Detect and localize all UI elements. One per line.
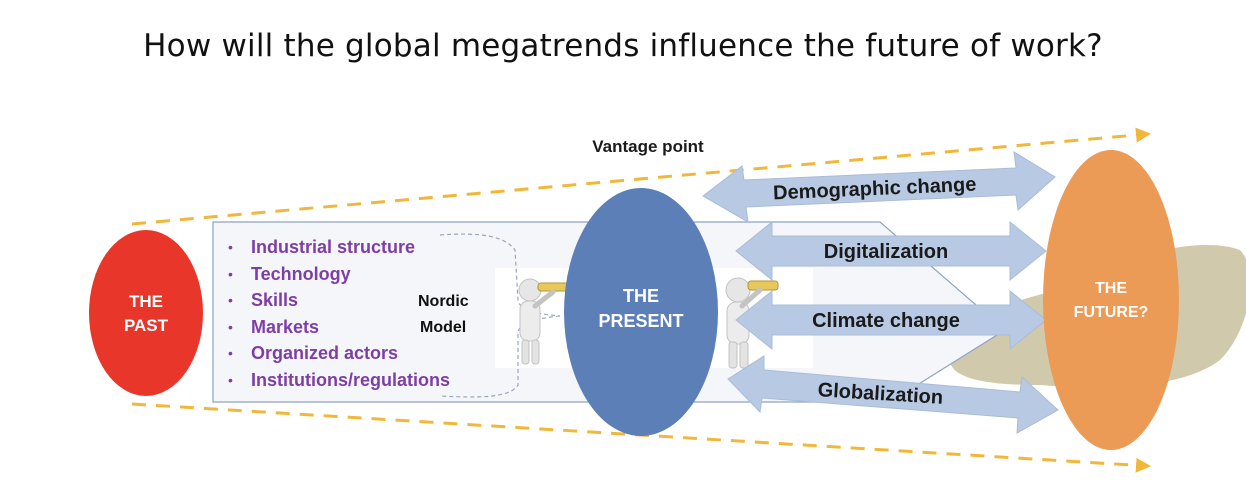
future-label-line2: FUTURE? (1074, 304, 1149, 321)
megatrend-label-digitalization: Digitalization (824, 241, 948, 263)
past-label-line2: PAST (124, 316, 169, 335)
factor-item: Organized actors (251, 343, 398, 363)
factor-item: Technology (251, 264, 351, 284)
nordic-model-line1: Nordic (418, 293, 469, 310)
cone-upper-line (131, 127, 1151, 226)
megatrend-arrow-demographic (702, 151, 1056, 223)
factor-bullet: • (228, 239, 233, 255)
present-ellipse (564, 188, 718, 436)
factor-item: Markets (251, 317, 319, 337)
future-ellipse (1043, 150, 1179, 450)
megatrend-arrow-globalization (727, 355, 1059, 434)
figure-looking-back-icon (518, 278, 571, 365)
future-label-line1: THE (1095, 280, 1127, 297)
factor-list: • Industrial structure • Technology • Sk… (228, 237, 450, 390)
page-title: How will the global megatrends influence… (143, 28, 1103, 64)
vantage-point-label: Vantage point (592, 137, 704, 156)
past-label-line1: THE (129, 292, 163, 311)
figure-looking-forward-icon (725, 277, 779, 369)
factor-item: Skills (251, 290, 298, 310)
factor-bullet: • (228, 266, 233, 282)
factor-bullet: • (228, 372, 233, 388)
megatrend-label-climate: Climate change (812, 310, 960, 332)
factor-bullet: • (228, 292, 233, 308)
present-label-line1: THE (623, 286, 659, 306)
factor-item: Industrial structure (251, 237, 415, 257)
nordic-model-line2: Model (420, 319, 466, 336)
factor-bullet: • (228, 345, 233, 361)
present-label-line2: PRESENT (598, 311, 683, 331)
factor-bullet: • (228, 319, 233, 335)
past-ellipse (89, 230, 203, 396)
megatrend-arrow-digitalization (735, 220, 1047, 282)
factor-item: Institutions/regulations (251, 370, 450, 390)
